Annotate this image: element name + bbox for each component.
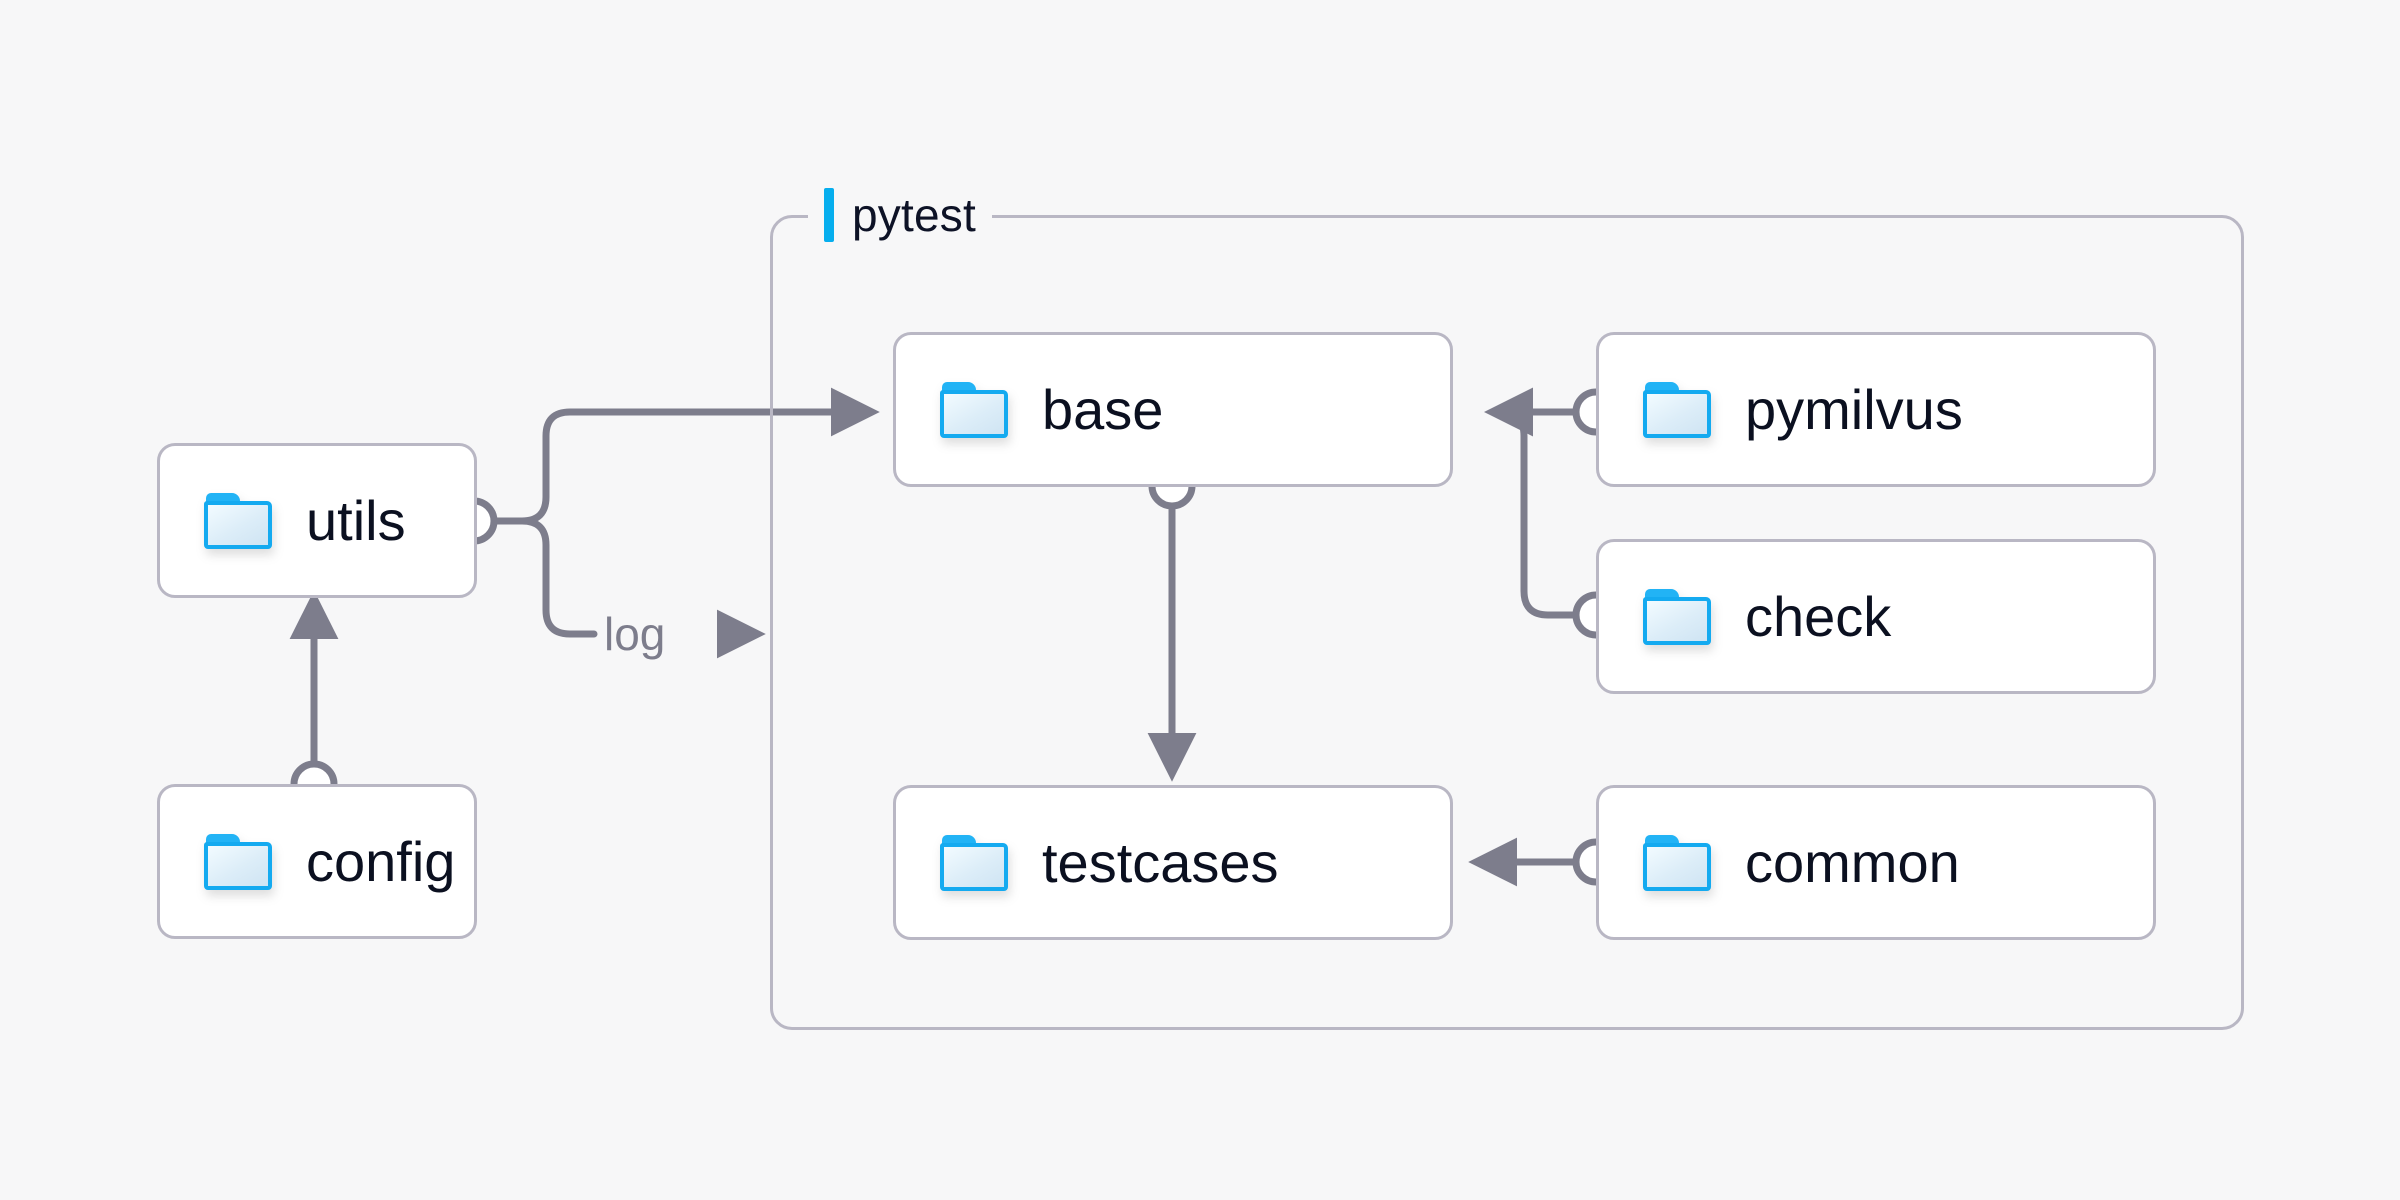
group-title: pytest <box>852 189 976 241</box>
edge-label-log: log <box>604 608 666 660</box>
folder-icon <box>940 834 1008 891</box>
group-accent-bar <box>824 188 834 242</box>
edge-utils-to-log <box>490 517 598 638</box>
group-pytest <box>770 215 2244 1030</box>
node-label: testcases <box>1042 830 1279 894</box>
node-config[interactable]: config <box>157 784 477 939</box>
node-check[interactable]: check <box>1596 539 2156 694</box>
folder-icon <box>204 492 272 549</box>
node-label: utils <box>306 488 406 552</box>
folder-icon <box>1643 588 1711 645</box>
node-pymilvus[interactable]: pymilvus <box>1596 332 2156 487</box>
folder-icon <box>1643 834 1711 891</box>
folder-icon <box>1643 381 1711 438</box>
node-utils[interactable]: utils <box>157 443 477 598</box>
node-label: check <box>1745 584 1892 648</box>
node-label: base <box>1042 377 1164 441</box>
folder-icon <box>940 381 1008 438</box>
folder-icon <box>204 833 272 890</box>
node-base[interactable]: base <box>893 332 1453 487</box>
node-common[interactable]: common <box>1596 785 2156 940</box>
group-pytest-label: pytest <box>808 183 992 247</box>
node-label: config <box>306 829 456 893</box>
node-label: common <box>1745 830 1960 894</box>
node-testcases[interactable]: testcases <box>893 785 1453 940</box>
node-label: pymilvus <box>1745 377 1963 441</box>
